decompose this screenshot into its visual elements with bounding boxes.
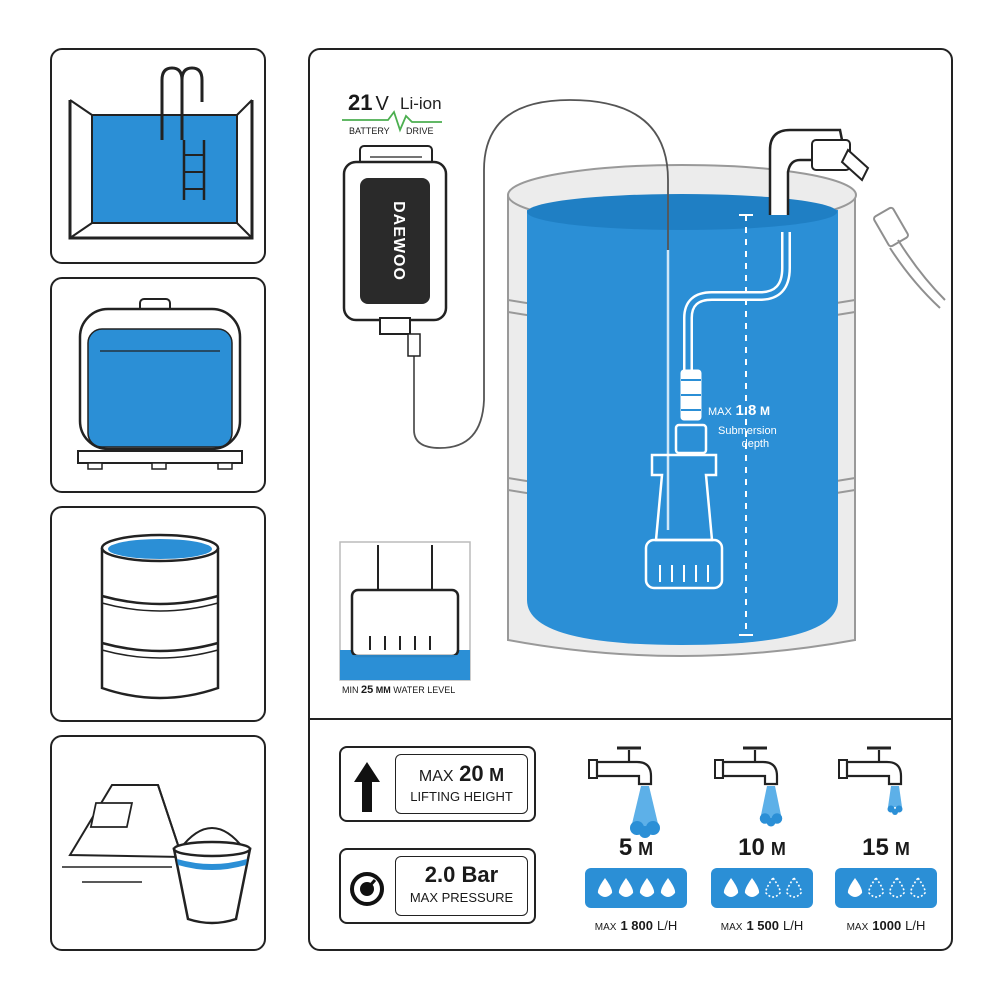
drop-filled-icon xyxy=(744,878,760,897)
lifting-height-inner: MAX 20 M LIFTING HEIGHT xyxy=(395,754,528,814)
drop-empty-icon xyxy=(868,876,884,898)
submersion-caption: Submersion depth xyxy=(718,425,777,450)
panel-divider xyxy=(310,718,951,720)
application-pool-panel xyxy=(50,48,266,264)
application-camping-panel xyxy=(50,735,266,951)
faucet-icon xyxy=(838,746,903,815)
flow-drops-indicator xyxy=(835,868,937,908)
application-barrel-panel xyxy=(50,506,266,722)
battery-caption-right: DRIVE xyxy=(406,126,434,136)
drop-filled-icon xyxy=(639,878,655,897)
pressure-inner: 2.0 Bar MAX PRESSURE xyxy=(395,856,528,916)
drop-empty-icon xyxy=(765,876,781,898)
faucet-icon xyxy=(714,746,783,827)
pressure-gauge-icon xyxy=(350,872,384,906)
application-ibc-panel xyxy=(50,277,266,493)
battery-brand: DAEWOO xyxy=(389,201,407,281)
drop-filled-icon xyxy=(660,878,676,897)
drop-filled-icon xyxy=(847,878,863,897)
battery-caption-left: BATTERY xyxy=(349,126,390,136)
barrel-icon xyxy=(100,533,220,700)
drop-filled-icon xyxy=(723,878,739,897)
pool-icon xyxy=(68,66,254,240)
drop-filled-icon xyxy=(618,878,634,897)
drop-empty-icon xyxy=(889,876,905,898)
ibc-tank-icon xyxy=(77,298,243,470)
submersion-label: MAX 1.8 M xyxy=(708,402,770,419)
tent-bucket-icon xyxy=(62,784,252,925)
faucet-icon xyxy=(588,746,660,838)
min-water-level-label: MIN 25 MM WATER LEVEL xyxy=(342,684,456,696)
flow-drops-indicator xyxy=(585,868,687,908)
battery-type: Li-ion xyxy=(400,94,442,113)
pump-illustration xyxy=(339,99,946,681)
drop-empty-icon xyxy=(910,876,926,898)
drop-filled-icon xyxy=(597,878,613,897)
drop-empty-icon xyxy=(786,876,802,898)
lifting-height-box: MAX 20 M LIFTING HEIGHT xyxy=(339,746,536,822)
flow-drops-indicator xyxy=(711,868,813,908)
up-arrow-icon xyxy=(354,762,380,812)
pressure-box: 2.0 Bar MAX PRESSURE xyxy=(339,848,536,924)
